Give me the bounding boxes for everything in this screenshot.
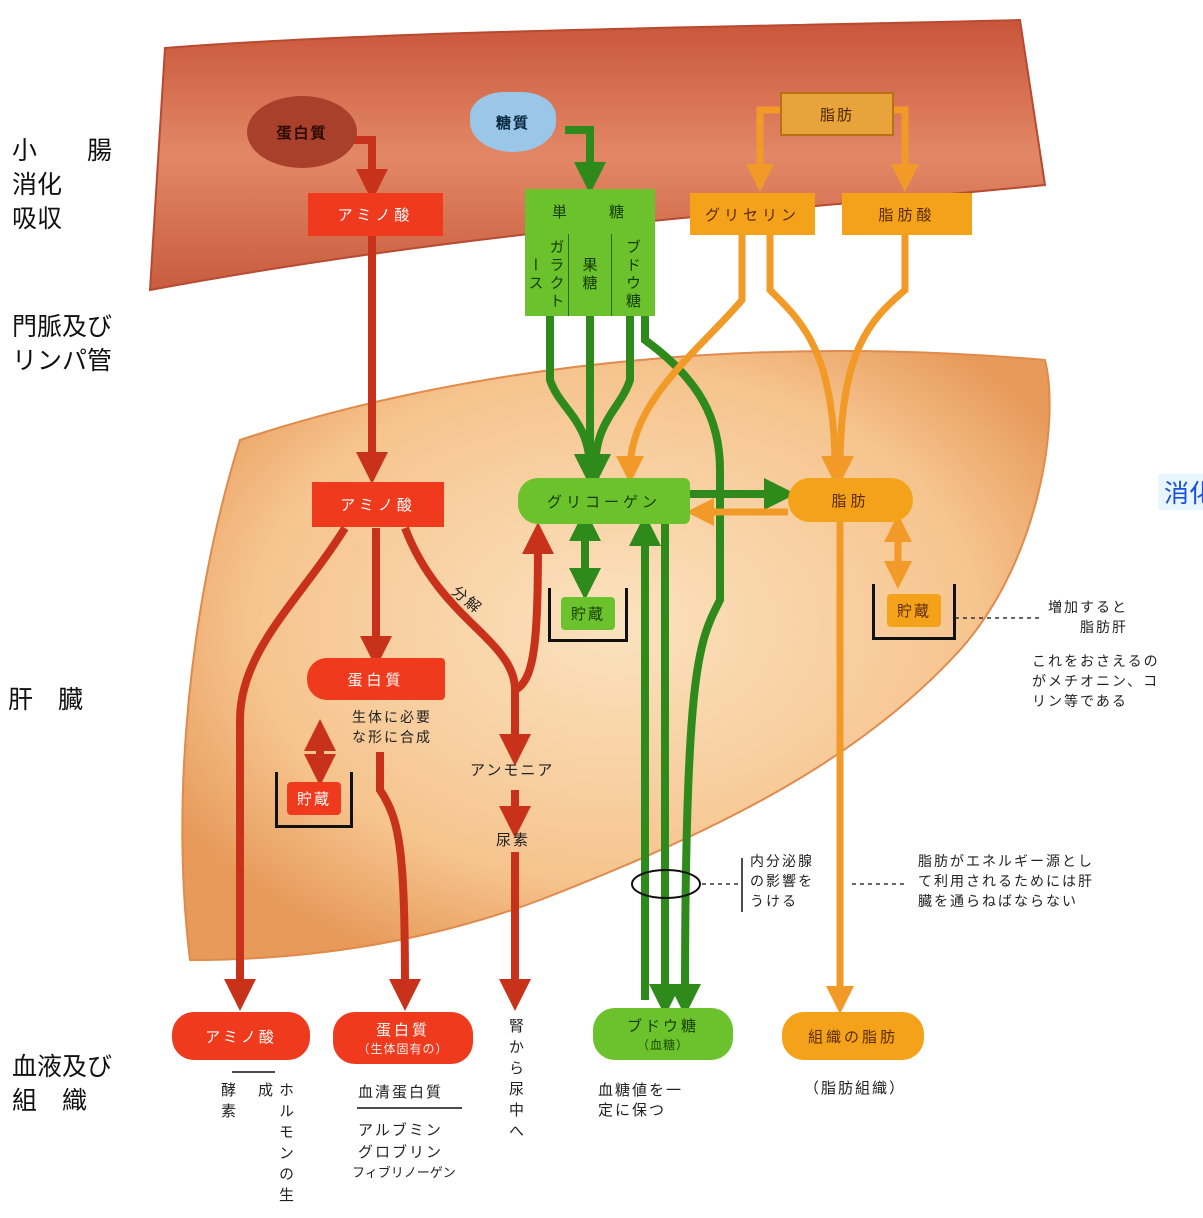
label-liver: 肝 臓 [8, 683, 83, 717]
urine-label: 腎から尿中へ [506, 1018, 527, 1144]
carb-food-icon: 糖質 [470, 92, 556, 152]
adipose-note: （脂肪組織） [804, 1078, 906, 1098]
endocrine-note: 内分泌腺 の影響を うける [750, 852, 814, 912]
fibrinogen: フィブリノーゲン [352, 1164, 456, 1184]
storage-fat: 貯蔵 [872, 584, 956, 640]
protein-food-icon: 蛋白質 [247, 96, 357, 168]
storage-protein-label: 貯蔵 [287, 782, 341, 815]
blood-tissue-fat: 組織の脂肪 [782, 1012, 924, 1060]
glucose-note: 血糖値を一 定に保つ [598, 1080, 683, 1120]
blood-glucose: ブドウ糖（血糖） [593, 1008, 733, 1060]
blood-protein: 蛋白質（生体固有の） [333, 1012, 473, 1064]
storage-glycogen: 貯蔵 [548, 588, 628, 642]
blood-protein-label: 蛋白質 [376, 1019, 430, 1040]
intestine-galactose: ガラクトース [525, 234, 568, 316]
blood-glucose-sub: （血糖） [637, 1036, 689, 1053]
intestine-glycerin: グリセリン [690, 193, 815, 235]
intestine-glucose: ブドウ糖 [612, 234, 655, 316]
fat-food-label: 脂肪 [820, 104, 854, 125]
label-portal-vein: 門脈及び リンパ管 [12, 310, 112, 378]
blood-amino-label: アミノ酸 [205, 1026, 277, 1047]
glucose-label: ブドウ糖 [623, 239, 644, 311]
intestine-amino-acid: アミノ酸 [308, 193, 443, 236]
liver-glycogen: グリコーゲン [518, 478, 690, 524]
storage-protein: 貯蔵 [275, 772, 353, 828]
storage-glycogen-label: 貯蔵 [561, 597, 615, 630]
globulin: グロブリン [358, 1142, 443, 1162]
fat-energy-note: 脂肪がエネルギー源とし て利用されるためには肝 臓を通らねばならない [918, 852, 1094, 912]
liver-amino-acid: アミノ酸 [312, 482, 444, 527]
blood-protein-sub: （生体固有の） [357, 1040, 448, 1057]
liver-urea: 尿素 [496, 830, 530, 850]
storage-fat-label: 貯蔵 [887, 594, 941, 627]
blood-tissue-fat-label: 組織の脂肪 [808, 1026, 898, 1047]
intestine-fatty-acid: 脂肪酸 [842, 193, 972, 235]
enzyme-label: 酵素 [218, 1082, 239, 1124]
carb-food-label: 糖質 [496, 112, 530, 133]
fructose-label: 果糖 [580, 257, 601, 293]
liver-fat: 脂肪 [788, 478, 913, 522]
liver-ammonia: アンモニア [470, 760, 554, 780]
label-small-intestine: 小 腸 消化 吸収 [12, 134, 112, 236]
fatty-liver-note: 増加すると 脂肪肝 [1048, 598, 1128, 638]
protein-food-label: 蛋白質 [276, 122, 327, 143]
blood-amino-acid: アミノ酸 [172, 1012, 310, 1060]
serum-protein: 血清蛋白質 [358, 1082, 443, 1102]
intestine-fructose: 果糖 [568, 234, 612, 316]
fat-food-icon: 脂肪 [780, 92, 894, 136]
label-blood-tissue: 血液及び 組 織 [12, 1050, 112, 1118]
albumin: アルブミン [358, 1120, 443, 1140]
methionine-note: これをおさえるの がメチオニン、コ リン等である [1032, 652, 1160, 712]
label-digestion-cut: 消化 [1158, 474, 1203, 510]
liver-protein-note: 生体に必要 な形に合成 [352, 708, 432, 748]
intestine-monosaccharide: 単 糖 [525, 189, 655, 234]
hormone-label: ホルモンの生成 [255, 1082, 297, 1218]
liver-protein: 蛋白質 [307, 658, 445, 700]
galactose-label: ガラクトース [526, 234, 568, 316]
blood-glucose-label: ブドウ糖 [627, 1015, 699, 1036]
